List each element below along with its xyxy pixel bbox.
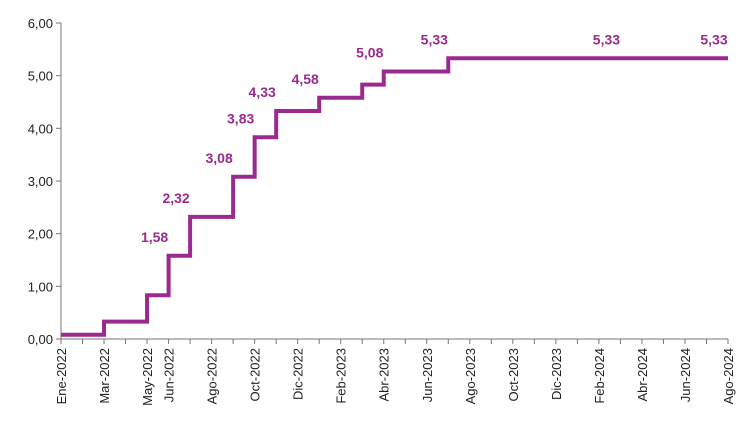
data-label: 3,83: [227, 110, 254, 126]
data-label: 4,58: [292, 71, 319, 87]
y-tick-label: 2,00: [28, 227, 53, 242]
data-label: 5,33: [421, 31, 448, 47]
data-label: 3,08: [206, 150, 233, 166]
y-tick-label: 3,00: [28, 174, 53, 189]
data-labels: 1,58 2,32 3,08 3,83 4,33 4,58 5,08 5,33 5,33 5,33: [141, 31, 728, 245]
data-label: 5,33: [700, 31, 727, 47]
x-tick-label: May-2022: [140, 348, 155, 406]
y-tick-label: 6,00: [28, 16, 53, 31]
x-tick-label: Feb-2024: [592, 348, 607, 404]
series-line: [61, 56, 728, 337]
x-tick-label: Dic-2023: [549, 348, 564, 400]
x-tick-label: Ene-2022: [54, 348, 69, 404]
x-tick-label: Jun-2024: [678, 348, 693, 402]
x-tick-label: Ago-2023: [463, 348, 478, 404]
y-tick-label: 0,00: [28, 332, 53, 347]
x-tick-label: Oct-2022: [248, 348, 263, 401]
data-label: 2,32: [162, 190, 189, 206]
data-label: 5,08: [356, 44, 383, 60]
y-tick-label: 4,00: [28, 121, 53, 136]
x-tick-label: Mar-2022: [97, 348, 112, 404]
x-tick-label: Oct-2023: [506, 348, 521, 401]
x-tick-label: Feb-2023: [334, 348, 349, 404]
x-tick-label: Jun-2022: [162, 348, 177, 402]
x-tick-label: Ago-2024: [721, 348, 736, 404]
x-ticks: Ene-2022 Mar-2022 May-2022 Jun-2022 Ago-2022…: [54, 339, 736, 406]
x-tick-label: Jun-2023: [420, 348, 435, 402]
data-label: 1,58: [141, 229, 168, 245]
x-tick-label: Abr-2024: [635, 348, 650, 401]
x-tick-label: Abr-2023: [377, 348, 392, 401]
y-tick-label: 5,00: [28, 69, 53, 84]
x-tick-label: Ago-2022: [205, 348, 220, 404]
y-ticks: 0,00 1,00 2,00 3,00 4,00 5,00 6,00: [28, 16, 61, 347]
data-label: 4,33: [249, 84, 276, 100]
data-label: 5,33: [593, 31, 620, 47]
x-tick-label: Dic-2022: [291, 348, 306, 400]
y-tick-label: 1,00: [28, 279, 53, 294]
